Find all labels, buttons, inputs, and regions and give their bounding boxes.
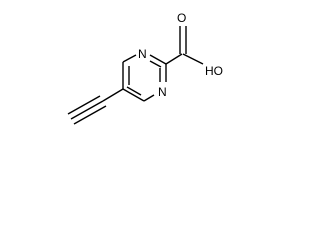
atom-label-oxygen: O	[177, 11, 186, 25]
bond-c2-carboxyl	[165, 53, 183, 65]
bond-alkyne-2	[67, 95, 101, 115]
molecule-structure-diagram: N N O HO	[67, 11, 223, 125]
atom-label-n3: N	[158, 85, 167, 99]
bond-carboxyl-hydroxyl	[182, 53, 204, 65]
bond-n1-c2-inner	[149, 60, 162, 68]
bond-n3-c4	[143, 94, 155, 102]
atom-label-hydroxyl: HO	[205, 64, 223, 78]
bond-alkyne-3	[73, 105, 107, 125]
bond-alkyne-1	[70, 100, 104, 120]
atom-label-n1: N	[138, 47, 147, 61]
bond-n1-c2	[149, 54, 167, 65]
bond-c5-alkyne	[102, 88, 124, 102]
bond-c6-n1	[122, 54, 137, 63]
bond-c4-c5-inner	[126, 86, 142, 96]
bond-c4-c5	[122, 88, 145, 102]
